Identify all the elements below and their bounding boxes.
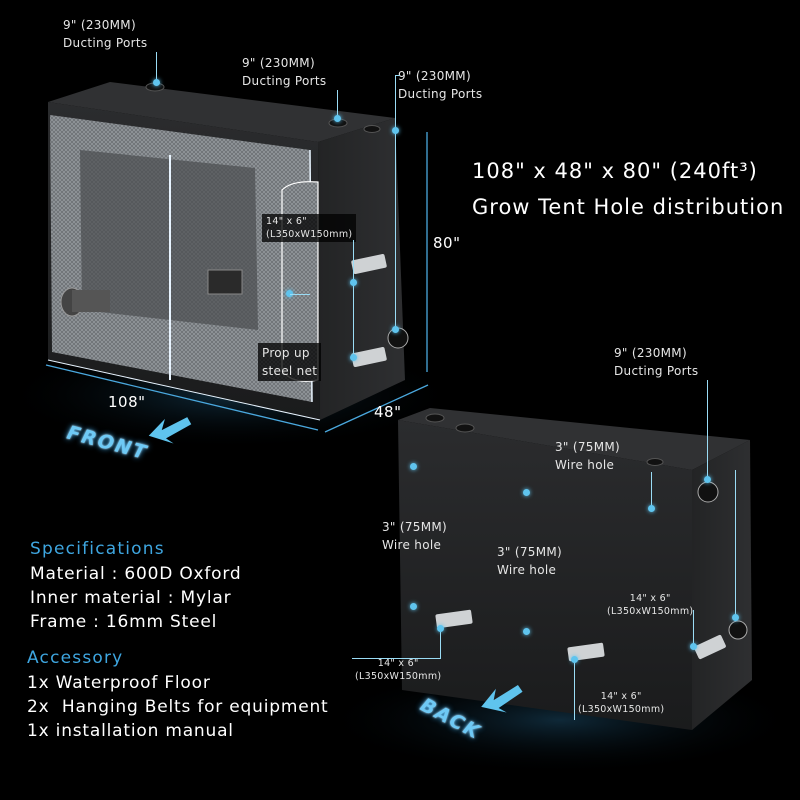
- hole-distribution-heading: Grow Tent Hole distribution: [472, 195, 785, 219]
- callout-size: 9" (230MM): [63, 18, 136, 32]
- vent-back-left-leader: [440, 630, 441, 658]
- specifications-list: Material : 600D Oxford Inner material : …: [30, 562, 241, 634]
- vent-back-mid-leader: [574, 660, 575, 720]
- vent-front-dot-bottom: [350, 354, 357, 361]
- duct-back-right-leader: [707, 380, 708, 480]
- callout-dims: (L350xW150mm): [355, 671, 442, 682]
- spec-inner-material: Inner material : Mylar: [30, 588, 232, 608]
- duct-top-right-leader-h: [395, 75, 400, 76]
- callout-title: Prop up: [262, 346, 310, 360]
- wire-back-mid-callout: 3" (75MM) Wire hole: [497, 543, 562, 579]
- callout-subtitle: steel net: [262, 364, 318, 378]
- wire-back-top-leader: [651, 472, 652, 508]
- duct-top-right-dot: [392, 127, 399, 134]
- duct-top-mid-leader: [337, 90, 338, 118]
- callout-name: Wire hole: [497, 563, 557, 577]
- vent-back-right-leader-2: [693, 610, 694, 645]
- duct-top-left-leader: [156, 52, 157, 82]
- vent-back-right-callout: 14" x 6" (L350xW150mm): [607, 592, 693, 618]
- vent-back-right-dot-top: [732, 614, 739, 621]
- accessory-belts: 2x Hanging Belts for equipment: [27, 697, 329, 717]
- duct-top-right-leader: [395, 75, 396, 330]
- height-label: 80": [433, 234, 461, 252]
- duct-top-left-callout: 9" (230MM) Ducting Ports: [63, 16, 147, 52]
- duct-top-right-callout: 9" (230MM) Ducting Ports: [398, 67, 482, 103]
- callout-size: 9" (230MM): [398, 69, 471, 83]
- duct-top-mid-dot: [334, 115, 341, 122]
- wire-back-left-callout: 3" (75MM) Wire hole: [382, 518, 447, 554]
- back-arrow-icon: [481, 684, 523, 713]
- width-label: 48": [374, 403, 402, 421]
- vent-back-mid-dot: [571, 656, 578, 663]
- callout-size: 14" x 6": [377, 658, 419, 669]
- callout-size: 14" x 6": [629, 593, 671, 604]
- callout-size: 9" (230MM): [614, 346, 687, 360]
- vent-back-left-callout: 14" x 6" (L350xW150mm): [355, 657, 441, 683]
- callout-size: 3" (75MM): [555, 440, 621, 454]
- front-tent: [47, 82, 409, 421]
- prop-net-callout: Prop up steel net: [258, 343, 322, 381]
- side-duct-dot: [392, 326, 399, 333]
- vent-back-left-leader-h: [352, 658, 441, 659]
- vent-back-left-dot: [437, 625, 444, 632]
- vent-back-right-dot-bottom: [690, 643, 697, 650]
- callout-size: 3" (75MM): [382, 520, 448, 534]
- front-arrow-icon: [148, 417, 192, 444]
- spec-material: Material : 600D Oxford: [30, 564, 242, 584]
- callout-size: 9" (230MM): [242, 56, 315, 70]
- accessory-floor: 1x Waterproof Floor: [27, 673, 211, 693]
- specifications-heading: Specifications: [30, 539, 165, 559]
- callout-size: 14" x 6": [600, 691, 642, 702]
- prop-net-leader: [290, 294, 310, 295]
- accessory-heading: Accessory: [27, 648, 124, 668]
- width-dimension-line: [324, 384, 429, 433]
- duct-back-right-dot: [704, 476, 711, 483]
- wire-back-top-dot: [648, 505, 655, 512]
- wire-back-top-callout: 3" (75MM) Wire hole: [555, 438, 620, 474]
- callout-name: Ducting Ports: [242, 74, 327, 88]
- duct-back-right-callout: 9" (230MM) Ducting Ports: [614, 344, 698, 380]
- vent-back-mid-callout: 14" x 6" (L350xW150mm): [578, 690, 664, 716]
- prop-net-dot: [286, 290, 293, 297]
- accessory-list: 1x Waterproof Floor 2x Hanging Belts for…: [27, 671, 329, 743]
- vent-front-leader: [353, 240, 354, 358]
- spec-frame: Frame : 16mm Steel: [30, 612, 218, 632]
- vent-front-dot-top: [350, 279, 357, 286]
- wire-back-left-dot-top: [410, 463, 417, 470]
- callout-name: Ducting Ports: [63, 36, 148, 50]
- wire-back-left-dot-bottom: [410, 603, 417, 610]
- duct-top-mid-callout: 9" (230MM) Ducting Ports: [242, 54, 326, 90]
- wire-back-mid-dot-top: [523, 489, 530, 496]
- callout-size: 14" x 6": [266, 216, 307, 227]
- callout-dims: (L350xW150mm): [607, 606, 694, 617]
- callout-name: Wire hole: [382, 538, 442, 552]
- callout-name: Ducting Ports: [398, 87, 483, 101]
- vent-back-right-leader: [735, 470, 736, 620]
- back-tent: [398, 408, 752, 730]
- callout-size: 3" (75MM): [497, 545, 563, 559]
- callout-name: Ducting Ports: [614, 364, 699, 378]
- callout-name: Wire hole: [555, 458, 615, 472]
- callout-dims: (L350xW150mm): [578, 704, 665, 715]
- wire-back-mid-dot-bottom: [523, 628, 530, 635]
- vent-front-callout: 14" x 6" (L350xW150mm): [262, 214, 357, 242]
- accessory-manual: 1x installation manual: [27, 721, 234, 741]
- length-label: 108": [108, 393, 146, 411]
- duct-top-left-dot: [153, 79, 160, 86]
- length-dimension-line: [45, 364, 319, 431]
- callout-dims: (L350xW150mm): [266, 229, 353, 240]
- tent-size-heading: 108" x 48" x 80" (240ft³): [472, 159, 758, 183]
